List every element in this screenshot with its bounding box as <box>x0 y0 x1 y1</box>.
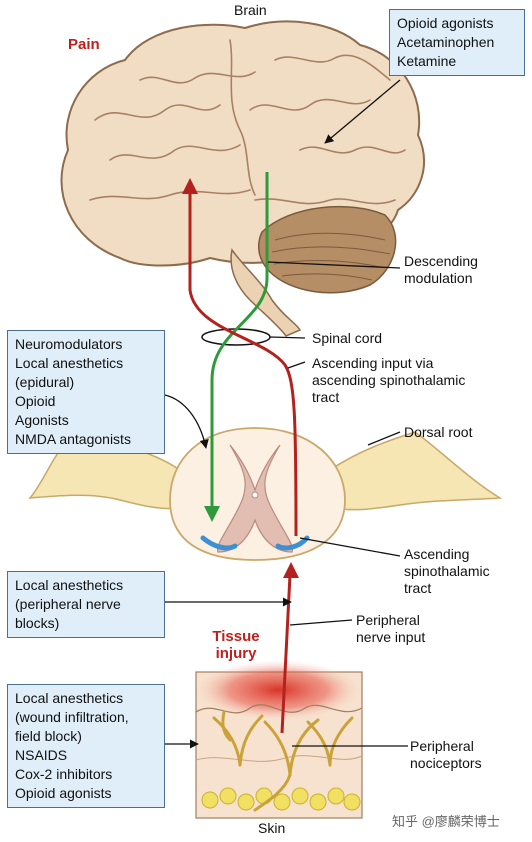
descending-arrowhead <box>204 506 220 522</box>
brain-illustration <box>60 20 426 267</box>
peripheral-nerve-drug-item: (peripheral nerve <box>15 596 121 612</box>
tissue-injury-label: Tissue injury <box>212 628 260 662</box>
tissue-drug-item: NSAIDS <box>15 747 68 763</box>
tissue-drug-item: Local anesthetics <box>15 690 124 706</box>
peripheral-nociceptors-label: Peripheral nociceptors <box>410 738 482 771</box>
spinal-drug-item: Opioid <box>15 393 56 409</box>
ascending-input-label: Ascending input via ascending spinothala… <box>312 355 466 405</box>
peripheral-nerve-drug-item: blocks) <box>15 615 60 631</box>
pain-label: Pain <box>68 36 100 53</box>
peripheral-nerve-drugs-box: Local anesthetics (peripheral nerve bloc… <box>7 571 165 638</box>
ascending-arrowhead-cord <box>283 562 299 578</box>
tissue-drugs-box: Local anesthetics (wound infiltration, f… <box>7 684 165 808</box>
watermark: 知乎 @廖麟荣博士 <box>392 814 500 829</box>
descending-pathway <box>210 172 269 510</box>
tissue-drug-item: field block) <box>15 728 82 744</box>
cerebellum-illustration <box>257 205 397 294</box>
spinal-cord-cross-section <box>169 427 346 561</box>
brain-drug-item: Ketamine <box>397 53 457 69</box>
skin-layers <box>195 660 363 819</box>
dorsal-root-label: Dorsal root <box>404 424 473 440</box>
spinal-drug-item: (epidural) <box>15 374 75 390</box>
brain-drug-item: Opioid agonists <box>397 15 494 31</box>
skin-label: Skin <box>258 820 286 836</box>
leader-lines <box>164 79 408 749</box>
peripheral-nerve-drug-item: Local anesthetics <box>15 577 124 593</box>
brain-drug-item: Acetaminophen <box>397 34 495 50</box>
tissue-drug-item: Cox-2 inhibitors <box>15 766 113 782</box>
tissue-drug-item: (wound infiltration, <box>15 709 129 725</box>
spinal-cord-label: Spinal cord <box>312 330 383 346</box>
spinal-drug-item: Local anesthetics <box>15 355 124 371</box>
tissue-drug-item: Opioid agonists <box>15 785 112 801</box>
brain-drugs-box: Opioid agonists Acetaminophen Ketamine <box>389 9 525 76</box>
peripheral-nerve-input-label: Peripheral nerve input <box>356 612 426 645</box>
ascending-tract-label: Ascending spinothalamic tract <box>404 546 490 596</box>
spinal-drug-item: NMDA antagonists <box>15 431 131 447</box>
spinal-drugs-box: Neuromodulators Local anesthetics (epidu… <box>7 330 165 454</box>
ascending-arrowhead-brain <box>182 178 198 194</box>
spinal-drug-item: Neuromodulators <box>15 336 123 352</box>
spinal-drug-item: Agonists <box>15 412 69 428</box>
brain-label: Brain <box>234 2 267 18</box>
spinal-nerves <box>28 431 503 511</box>
descending-modulation-label: Descending modulation <box>404 253 478 286</box>
